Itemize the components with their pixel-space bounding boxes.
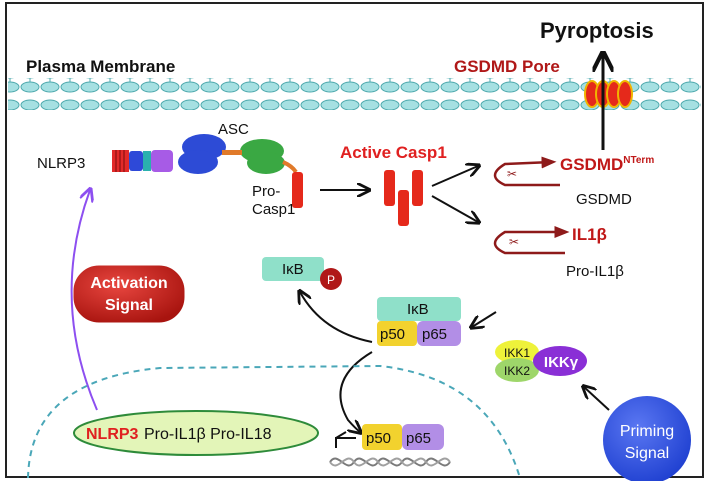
ikk2-label: IKK2	[504, 364, 530, 378]
pyroptosis-label: Pyroptosis	[540, 18, 654, 43]
priming-signal-badge	[603, 396, 691, 481]
ikb-release-arrow	[300, 292, 373, 343]
plasma-membrane-label: Plasma Membrane	[26, 57, 175, 76]
activation-signal-line2: Signal	[105, 297, 153, 314]
gsdmd-pore	[584, 80, 633, 108]
transcription-bracket-tip	[335, 431, 347, 439]
p50-nuc-label: p50	[366, 430, 391, 447]
activation-signal-badge	[72, 264, 186, 324]
ikb-free-label: IκB	[282, 261, 304, 278]
il1b-cleavage: ✂	[493, 226, 570, 255]
asc-adaptor	[178, 134, 298, 174]
activation-signal-line1: Activation	[90, 275, 167, 292]
priming-signal-line1: Priming	[620, 423, 674, 440]
target-genes-oval	[73, 410, 319, 456]
gsdmd-pore-label: GSDMD Pore	[454, 57, 560, 76]
nfkb-nuclear	[362, 424, 444, 450]
priming-signal-line2: Signal	[625, 445, 669, 462]
scissors-icon: ✂	[509, 235, 519, 249]
phosphate-label: P	[327, 273, 335, 287]
pro-casp1	[292, 172, 303, 208]
nlrp3-label: NLRP3	[37, 155, 85, 172]
priming-to-ikk-arrow	[584, 387, 610, 411]
phospho-ikb	[262, 257, 342, 290]
p65-cyto-label: p65	[422, 326, 447, 343]
ikk-complex	[495, 340, 587, 382]
translocation-arrow	[339, 351, 373, 432]
ikk1-label: IKK1	[504, 346, 530, 360]
active-casp1	[384, 170, 423, 226]
p65-nuc-label: p65	[406, 430, 431, 447]
active-casp1-label: Active Casp1	[340, 143, 447, 162]
nfkb-complex-cyto	[377, 297, 461, 346]
gsdmd-label: GSDMD	[576, 191, 632, 208]
pro-casp1-label-2: Casp1	[252, 201, 295, 218]
scissors-icon: ✂	[507, 167, 517, 181]
nlrp3-protein	[112, 150, 173, 172]
asc-label: ASC	[218, 121, 249, 138]
nuc-nlrp3-label: NLRP3	[86, 426, 139, 443]
pro-casp1-label-1: Pro-	[252, 183, 280, 200]
ikb-complex-label: IκB	[407, 301, 429, 318]
nuclear-envelope	[27, 364, 521, 479]
expression-arrow	[70, 190, 98, 411]
casp1-to-il1b-arrow	[431, 195, 478, 222]
pro-il1b-label: Pro-IL1β	[566, 263, 624, 280]
nuc-genes-label: Pro-IL1β Pro-IL18	[144, 426, 272, 443]
ikk-to-nfkb-arrow	[472, 311, 497, 327]
ikkg-label: IKKγ	[544, 354, 579, 371]
gsdmd-cleavage: ✂	[493, 156, 560, 187]
gsdmd-nterm-label: GSDMDNTerm	[560, 155, 654, 174]
dna-helix	[329, 457, 451, 467]
il1b-label: IL1β	[572, 225, 607, 244]
p50-cyto-label: p50	[380, 326, 405, 343]
casp1-to-gsdmd-arrow	[431, 166, 478, 187]
